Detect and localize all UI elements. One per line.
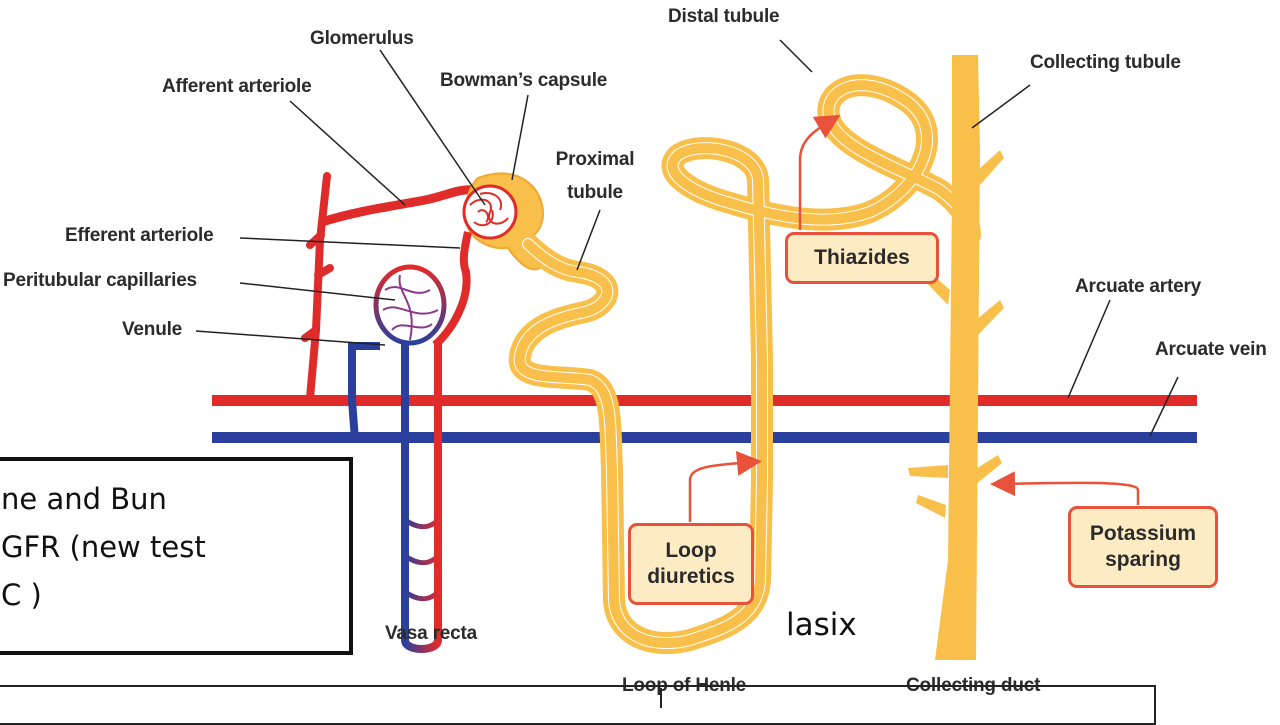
venule-vessel	[352, 346, 380, 440]
label-afferent-arteriole: Afferent arteriole	[162, 76, 312, 98]
drug-thiazides-label: Thiazides	[814, 245, 910, 271]
label-venule: Venule	[122, 319, 182, 341]
label-proximal-tubule-1: Proximal	[553, 149, 637, 171]
label-efferent-arteriole: Efferent arteriole	[65, 225, 213, 247]
label-bowmans-capsule: Bowman’s capsule	[440, 70, 607, 92]
drug-potassium-sparing-box: Potassium sparing	[1068, 506, 1218, 588]
label-collecting-tubule: Collecting tubule	[1030, 52, 1181, 74]
bottom-text-box	[0, 685, 1156, 725]
label-arcuate-vein: Arcuate vein	[1155, 339, 1267, 361]
note-line-3: C )	[1, 578, 42, 612]
drug-loop-label-2: diuretics	[647, 564, 735, 590]
afferent-arteriole-vessel	[322, 190, 474, 222]
peritubular-capillary-net	[376, 267, 444, 343]
label-arcuate-artery: Arcuate artery	[1075, 276, 1201, 298]
note-line-2: GFR (new test	[1, 530, 206, 564]
drug-loop-diuretics-box: Loop diuretics	[628, 523, 754, 605]
interlobular-artery	[305, 176, 330, 398]
note-line-1: ne and Bun	[1, 482, 167, 516]
arcuate-artery-vessel	[212, 395, 1197, 406]
leader-lines	[196, 40, 1178, 436]
label-glomerulus: Glomerulus	[310, 28, 414, 50]
label-vasa-recta: Vasa recta	[385, 623, 477, 645]
vasa-recta-vessel	[405, 342, 438, 649]
drug-potassium-label-1: Potassium	[1090, 521, 1196, 547]
label-proximal-tubule-2: tubule	[553, 182, 637, 204]
nephron-diagram: Glomerulus Distal tubule Collecting tubu…	[0, 0, 1280, 701]
arcuate-vein-vessel	[212, 432, 1197, 443]
drug-loop-label-1: Loop	[665, 538, 716, 564]
label-distal-tubule: Distal tubule	[668, 6, 779, 28]
bottom-box-divider	[660, 688, 662, 708]
drug-potassium-label-2: sparing	[1105, 547, 1181, 573]
lasix-annotation: lasix	[786, 607, 857, 643]
label-peritubular-capillaries: Peritubular capillaries	[3, 270, 197, 292]
drug-thiazides-box: Thiazides	[785, 232, 939, 284]
